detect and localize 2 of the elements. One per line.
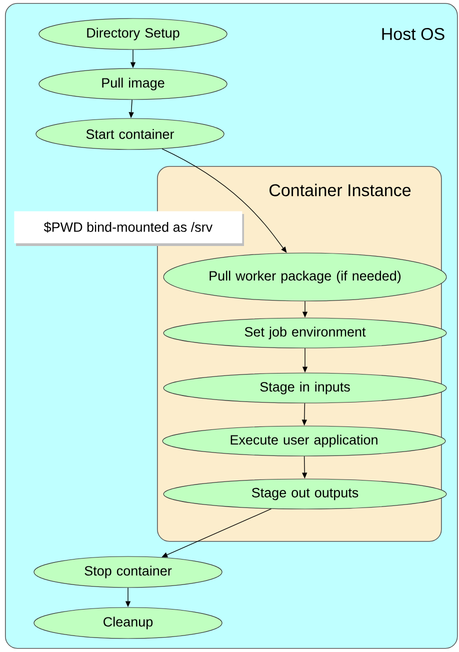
note-box: $PWD bind-mounted as /srv: [14, 211, 244, 246]
arrow: [162, 148, 287, 253]
